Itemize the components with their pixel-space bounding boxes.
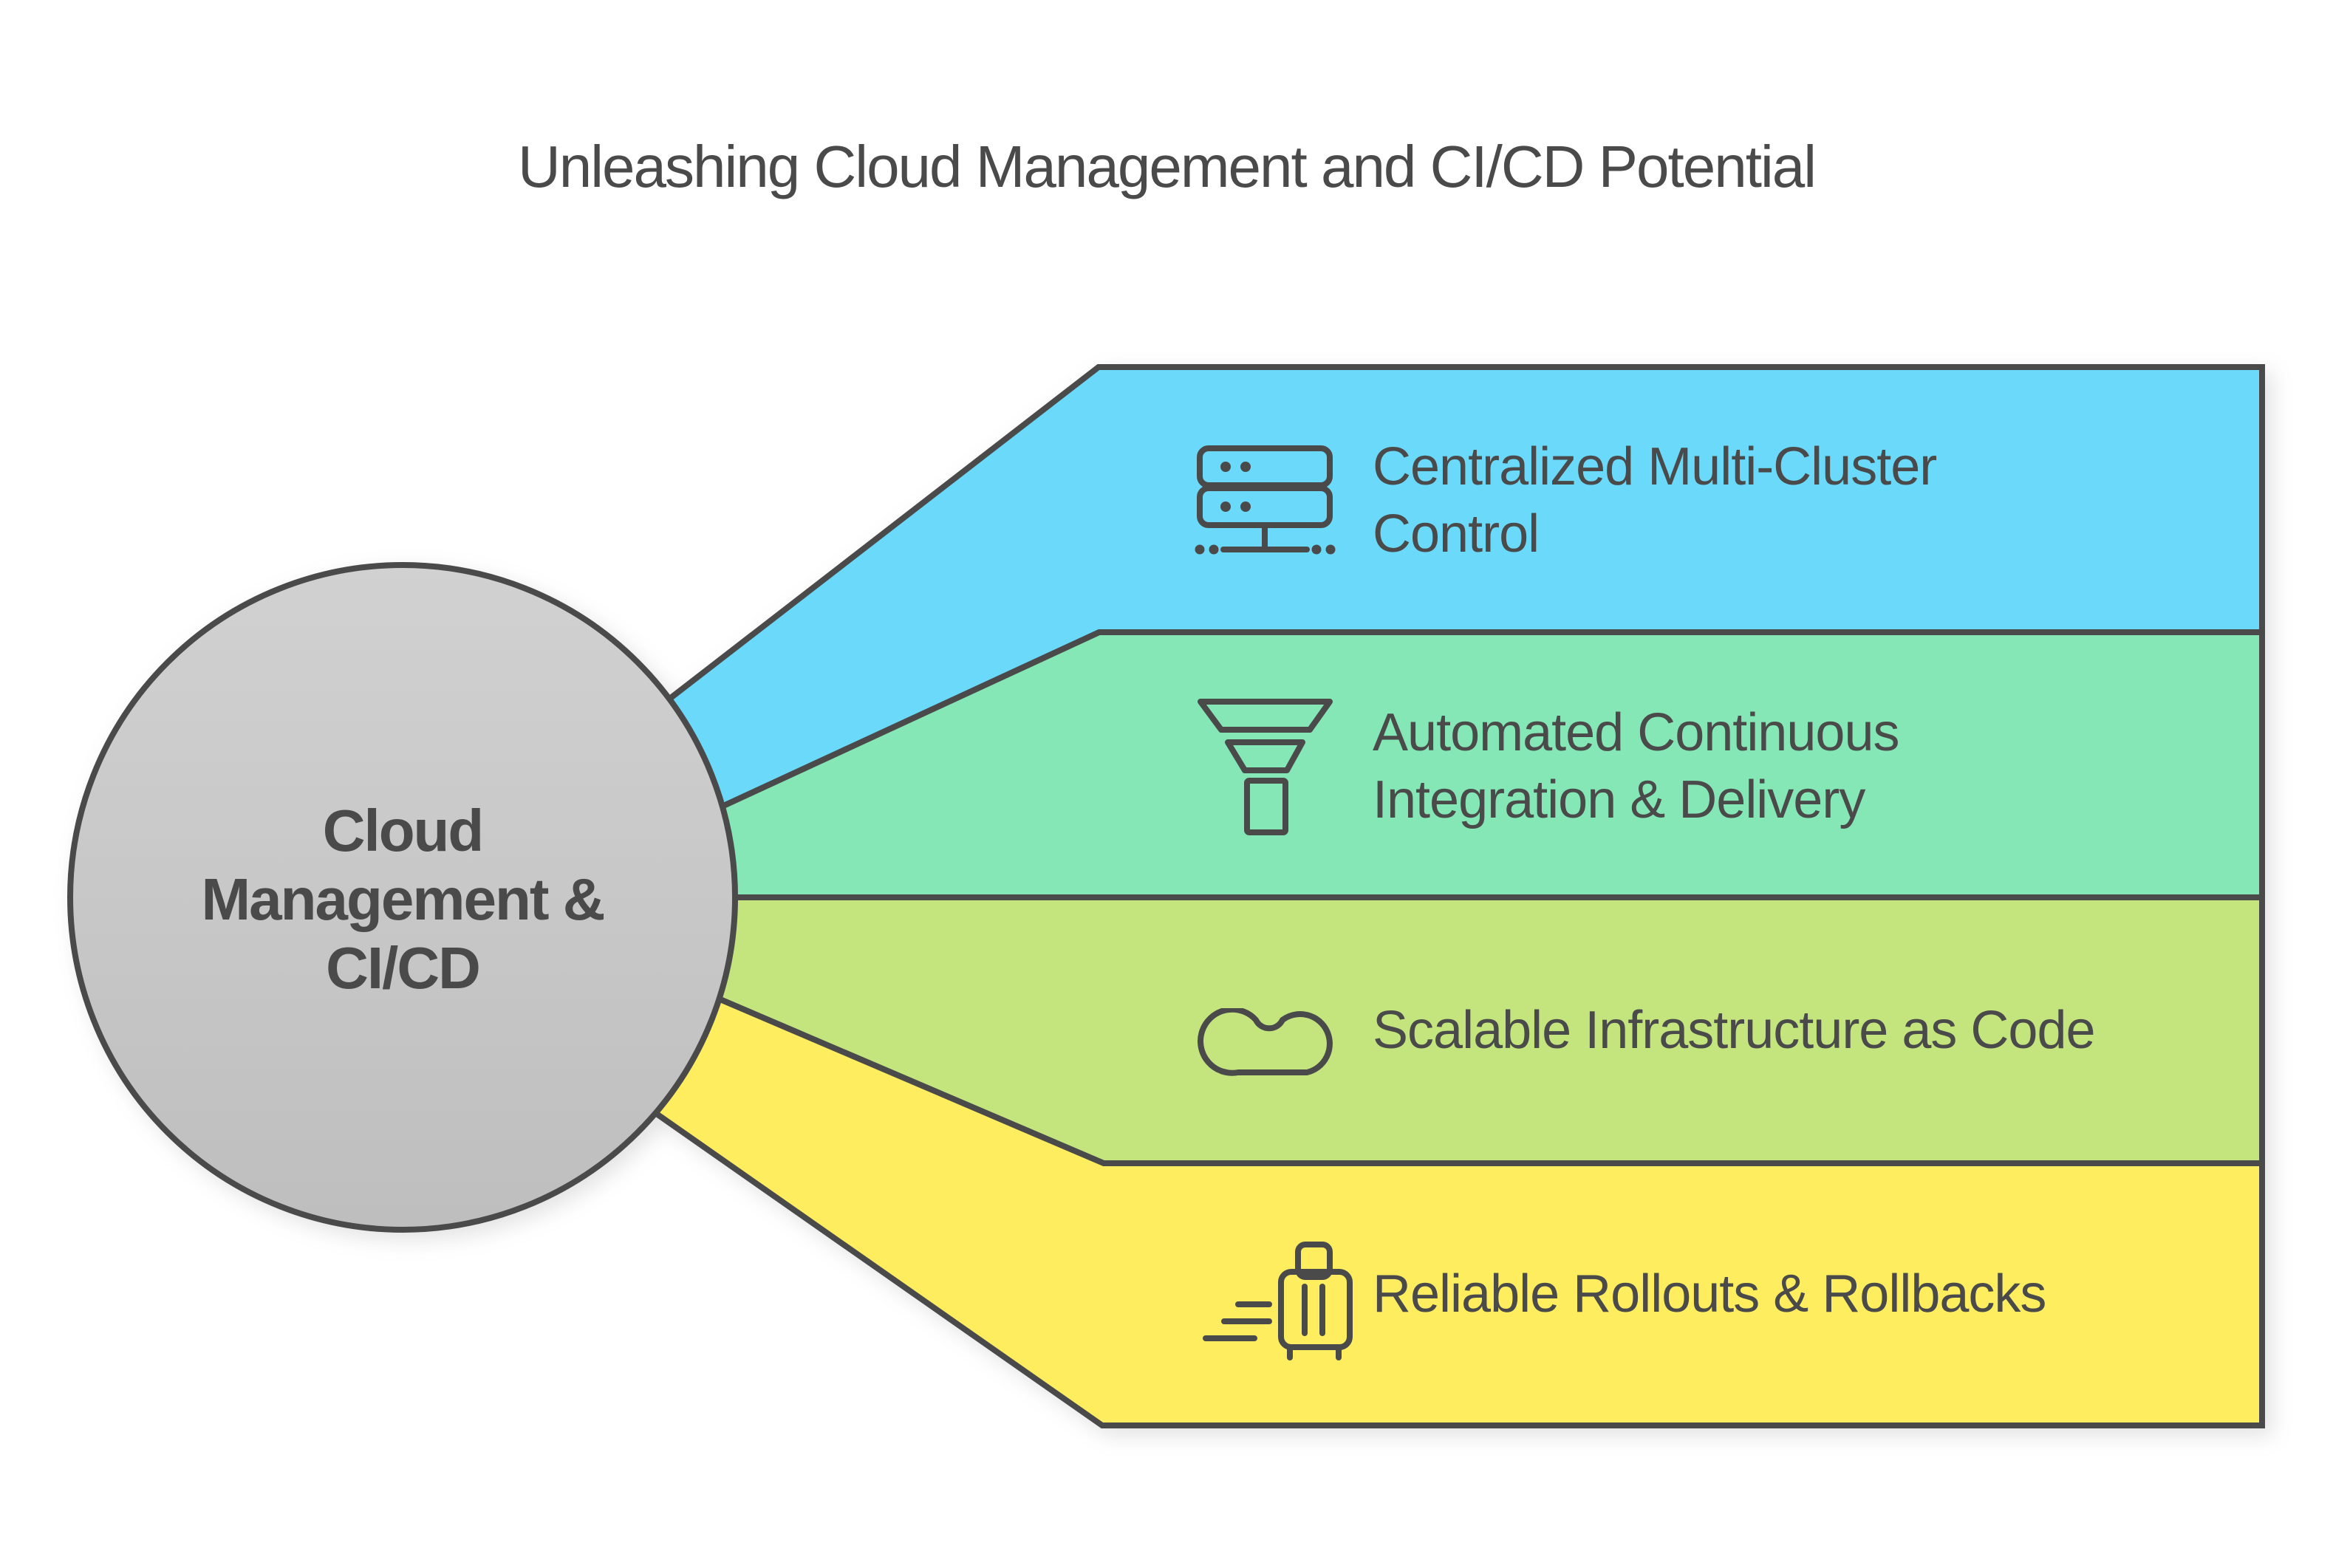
band-label-infrastructure-as-code: Scalable Infrastructure as Code [1373,1001,2096,1060]
funnel-icon [1198,699,1333,835]
page-title: Unleashing Cloud Management and CI/CD Po… [518,134,1817,199]
band-label-multi-cluster-control: Centralized Multi-Cluster Control [1373,437,1937,564]
band-label-rollouts-rollbacks: Reliable Rollouts & Rollbacks [1373,1264,2046,1324]
hub-circle [67,562,738,1233]
cloud-icon [1198,1008,1333,1076]
rolling-suitcase-icon [1203,1242,1353,1360]
server-cluster-icon [1195,445,1336,555]
band-label-automated-ci-cd: Automated Continuous Integration & Deliv… [1373,703,1899,829]
hub-label: Cloud Management & CI/CD [201,798,606,1001]
